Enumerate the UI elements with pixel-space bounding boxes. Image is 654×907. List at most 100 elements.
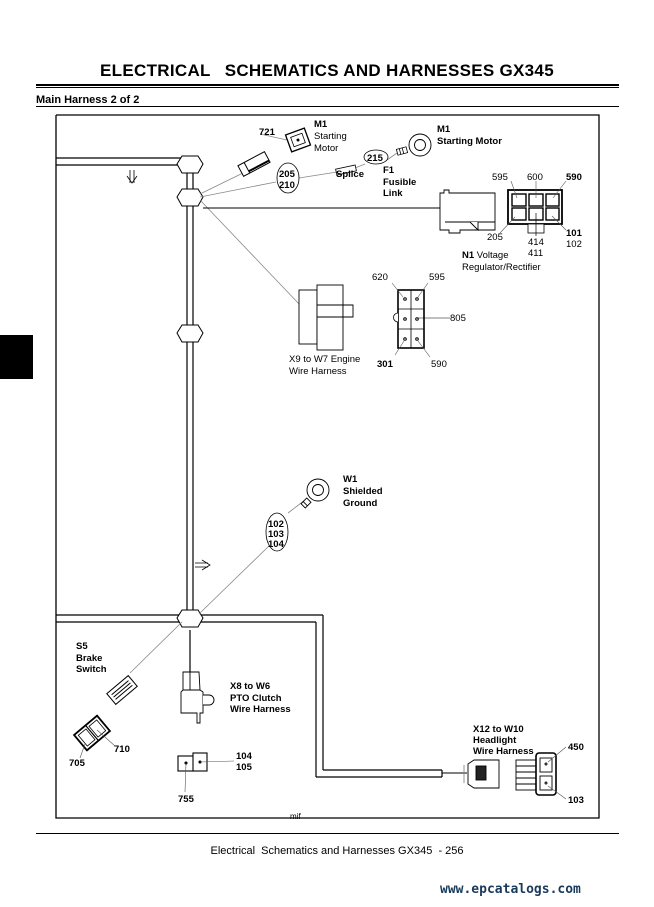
s5-id: S5 bbox=[76, 641, 88, 652]
f1-id: F1 bbox=[383, 165, 395, 176]
f1-name1: Fusible bbox=[383, 177, 416, 188]
x9-wire-590: 590 bbox=[431, 359, 447, 370]
x9-wire-301: 301 bbox=[377, 359, 394, 370]
footer-mif: mif bbox=[290, 812, 301, 821]
page-footer: Electrical Schematics and Harnesses GX345… bbox=[0, 845, 654, 857]
wire-label-oval bbox=[276, 162, 300, 194]
x8-pto-plug bbox=[180, 671, 215, 724]
w1-id: W1 bbox=[343, 474, 358, 485]
n1-wire-411: 411 bbox=[528, 248, 543, 259]
x8-name1: X8 to W6 bbox=[230, 681, 270, 692]
branch-wire bbox=[198, 544, 271, 615]
splice-wire-210: 210 bbox=[279, 180, 295, 191]
x8-name3: Wire Harness bbox=[230, 704, 291, 715]
title-rule-top bbox=[36, 84, 619, 86]
inline-connector bbox=[237, 150, 271, 178]
n1-wire-102: 102 bbox=[566, 239, 582, 250]
starting-motor-terminal bbox=[408, 133, 432, 157]
x9-name1: X9 to W7 Engine bbox=[289, 354, 360, 365]
branch-wire bbox=[199, 181, 277, 198]
footer-part1: Electrical bbox=[210, 845, 256, 857]
m1-motor-id: M1 bbox=[437, 124, 451, 135]
w1-name2: Ground bbox=[343, 498, 377, 509]
splice-label: Splice bbox=[336, 169, 364, 180]
n1-name1: Voltage bbox=[477, 250, 509, 261]
wire-label-oval bbox=[363, 149, 389, 165]
m1-connector-name2: Motor bbox=[314, 143, 338, 154]
x9-wire-620: 620 bbox=[372, 272, 388, 283]
m1-connector-id: M1 bbox=[314, 119, 328, 130]
x9-name2: Wire Harness bbox=[289, 366, 347, 377]
splice-icon bbox=[335, 164, 357, 176]
branch-wire bbox=[199, 199, 301, 306]
footer-page-number: - 256 bbox=[438, 845, 464, 857]
junction-hex bbox=[176, 188, 204, 207]
f1-wire: 215 bbox=[367, 153, 384, 164]
title-part1: ELECTRICAL bbox=[100, 61, 211, 80]
x9-wire-595: 595 bbox=[429, 272, 445, 283]
junction-hex bbox=[176, 155, 204, 174]
x8-wire-104: 104 bbox=[236, 751, 253, 762]
branch-wire bbox=[298, 171, 338, 179]
harness-clip-icon bbox=[195, 559, 211, 571]
branch-wire bbox=[259, 133, 288, 141]
s5-wire-710: 710 bbox=[114, 744, 130, 755]
chapter-tab bbox=[0, 335, 33, 379]
junction-hex bbox=[176, 324, 204, 343]
watermark-link[interactable]: www.epcatalogs.com bbox=[440, 882, 581, 897]
brake-switch-socket bbox=[72, 714, 112, 752]
splice-wire-205: 205 bbox=[279, 169, 296, 180]
n1-wire-590: 590 bbox=[566, 172, 582, 183]
subtitle-rule bbox=[36, 106, 619, 107]
w1-wire-104: 104 bbox=[268, 539, 285, 550]
footer-rule bbox=[36, 833, 619, 834]
fusible-link-icon bbox=[395, 146, 409, 156]
x12-headlight-socket bbox=[515, 752, 557, 796]
branch-wire bbox=[199, 171, 246, 195]
branch-wire bbox=[386, 152, 398, 161]
n1-id: N1 bbox=[462, 250, 475, 261]
x12-name3: Wire Harness bbox=[473, 746, 534, 757]
w1-wire-102: 102 bbox=[268, 519, 284, 530]
s5-name1: Brake bbox=[76, 653, 102, 664]
junction-hex bbox=[176, 609, 204, 628]
x8-wire-105: 105 bbox=[236, 762, 253, 773]
wire-label-oval bbox=[265, 512, 289, 552]
x12-wire-103: 103 bbox=[568, 795, 584, 806]
n1-wire-595: 595 bbox=[492, 172, 508, 183]
x12-harness-plug bbox=[463, 759, 500, 789]
x8-name2: PTO Clutch bbox=[230, 693, 282, 704]
n1-wire-101: 101 bbox=[566, 228, 583, 239]
x9-wire-805: 805 bbox=[450, 313, 466, 324]
x9-socket bbox=[393, 289, 425, 349]
n1-wire-414: 414 bbox=[528, 237, 544, 248]
m1-connector-wire: 721 bbox=[259, 127, 276, 138]
n1-regulator-socket bbox=[507, 189, 563, 236]
w1-name1: Shielded bbox=[343, 486, 383, 497]
x9-harness-plug bbox=[298, 284, 354, 351]
branch-wire bbox=[129, 621, 183, 674]
branch-wire bbox=[354, 163, 366, 169]
title-rule-bottom bbox=[36, 87, 619, 88]
s5-wire-705: 705 bbox=[69, 758, 86, 769]
junction-hexes bbox=[176, 155, 204, 628]
n1-name2: Regulator/Rectifier bbox=[462, 262, 541, 273]
shielded-ground-terminal bbox=[300, 478, 330, 509]
m1-connector-name1: Starting bbox=[314, 131, 347, 142]
diagram-frame bbox=[55, 114, 600, 819]
page-title: ELECTRICAL SCHEMATICS AND HARNESSES GX345 bbox=[0, 61, 654, 81]
n1-wire-600: 600 bbox=[527, 172, 543, 183]
n1-label-line1: N1 Voltage bbox=[462, 250, 509, 261]
f1-name2: Link bbox=[383, 188, 403, 199]
n1-wire-205: 205 bbox=[487, 232, 503, 243]
title-part2: SCHEMATICS AND HARNESSES GX345 bbox=[224, 61, 554, 80]
x12-wire-450: 450 bbox=[568, 742, 584, 753]
x12-name1: X12 to W10 bbox=[473, 724, 524, 735]
x12-name2: Headlight bbox=[473, 735, 517, 746]
m1-connector bbox=[284, 127, 312, 153]
x8-wire-755: 755 bbox=[178, 794, 195, 805]
w1-wire-103: 103 bbox=[268, 529, 284, 540]
n1-harness-plug bbox=[439, 189, 496, 234]
footer-part2: Schematics and Harnesses GX345 bbox=[261, 845, 433, 857]
